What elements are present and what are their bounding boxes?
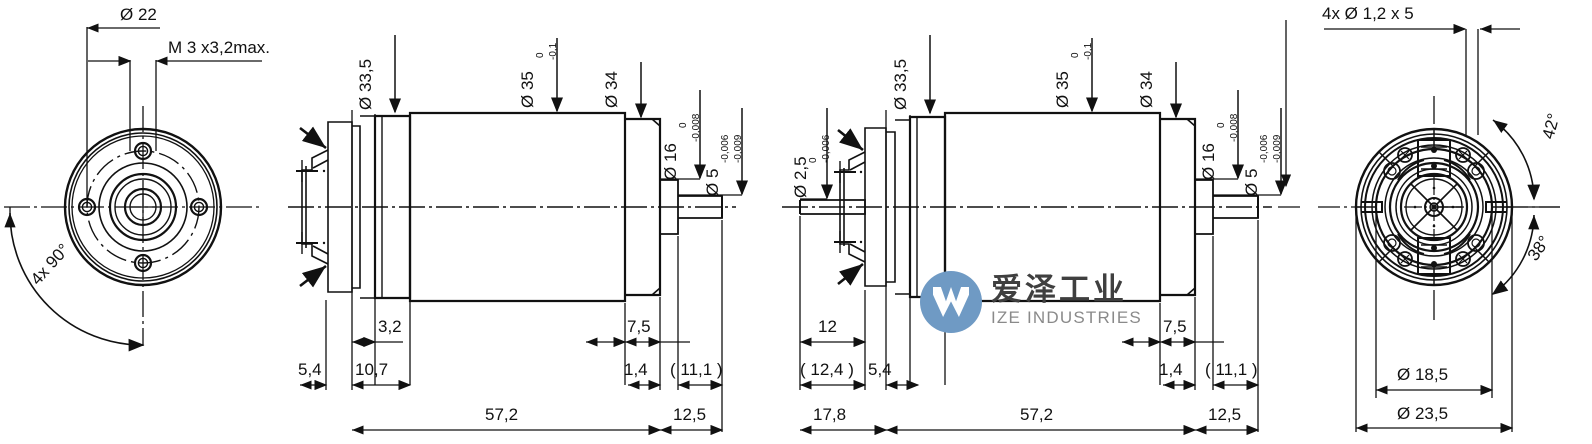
lower-brush-angle-label: 38° <box>1524 232 1554 264</box>
flange-length-label: 10,7 <box>355 360 388 379</box>
body-diameter-tol-lower-v2: -0,1 <box>548 42 559 60</box>
body-overall-length-label-v2: 57,2 <box>485 405 518 424</box>
rear-projection-label-v3: 5,4 <box>868 360 892 379</box>
upper-brush-angle-label: 42° <box>1539 111 1564 141</box>
body-diameter-label-v3: Ø 35 <box>1053 71 1072 108</box>
outer-bolt-circle-label: Ø 23,5 <box>1397 404 1448 423</box>
shaft-shoulder-length-label-v3: 1,4 <box>1159 360 1183 379</box>
body-diameter-label-v2: Ø 35 <box>518 71 537 108</box>
hole-spacing-angle-label: 4x 90° <box>27 240 73 289</box>
shaft-ref-length-label-v2: ( 11,1 ) <box>670 360 723 379</box>
shaft-diameter-tol-lower-v2: -0,009 <box>733 134 744 163</box>
tapped-hole-thread-label: M 3 x3,2max. <box>168 38 270 57</box>
rear-shaft-length-label: 12 <box>818 317 837 336</box>
side-view-standard-diameter-leaders <box>389 35 748 196</box>
flange-step-length-label: 3,2 <box>378 317 402 336</box>
shaft-diameter-label-v2: Ø 5 <box>703 169 722 196</box>
side-view-rear-shaft-length-dimensions <box>799 110 1260 436</box>
shaft-collar-tol-upper-v2: 0 <box>678 122 689 128</box>
shaft-collar-tol-upper-v3: 0 <box>1216 122 1227 128</box>
endcap-length-label-v2: 7,5 <box>627 317 651 336</box>
side-view-rear-shaft <box>782 111 1272 303</box>
rear-shaft-diameter-label: Ø 2,5 <box>791 156 810 198</box>
endcap-diameter-label-v2: Ø 34 <box>602 71 621 108</box>
rear-shaft-ref-length-label: ( 12,4 ) <box>800 360 854 379</box>
inner-bolt-circle-label: Ø 18,5 <box>1397 365 1448 384</box>
flange-diameter-label-v2: Ø 33,5 <box>356 59 375 110</box>
shaft-diameter-tol-upper-v3: -0,006 <box>1259 134 1270 163</box>
bolt-circle-diameter-label: Ø 22 <box>120 5 157 24</box>
endcap-diameter-label-v3: Ø 34 <box>1137 71 1156 108</box>
rear-face-dimensions <box>1278 20 1560 434</box>
shaft-diameter-tol-lower-v3: -0,009 <box>1272 134 1283 163</box>
rear-shaft-tol-upper: 0 <box>808 157 819 163</box>
shaft-overall-length-label-v3: 12,5 <box>1208 405 1241 424</box>
shaft-collar-diameter-label-v3: Ø 16 <box>1199 143 1218 180</box>
body-diameter-tol-lower-v3: -0,1 <box>1083 42 1094 60</box>
front-face-dimensions <box>4 23 262 352</box>
body-overall-length-label-v3: 57,2 <box>1020 405 1053 424</box>
body-diameter-tol-upper-v2: 0 <box>535 52 546 58</box>
side-view-standard <box>288 111 736 303</box>
shaft-collar-tol-lower-v2: -0,008 <box>691 113 702 142</box>
vent-hole-callout-label: 4x Ø 1,2 x 5 <box>1322 4 1414 23</box>
shaft-diameter-label-v3: Ø 5 <box>1242 169 1261 196</box>
rear-projection-label-v2: 5,4 <box>298 360 322 379</box>
flange-diameter-label-v3: Ø 33,5 <box>891 59 910 110</box>
rear-overall-length-label: 17,8 <box>813 405 846 424</box>
shaft-diameter-tol-upper-v2: -0,006 <box>720 134 731 163</box>
body-diameter-tol-upper-v3: 0 <box>1070 52 1081 58</box>
side-view-standard-length-dimensions <box>300 110 724 436</box>
shaft-ref-length-label-v3: ( 11,1 ) <box>1205 360 1258 379</box>
endcap-length-label-v3: 7,5 <box>1163 317 1187 336</box>
shaft-overall-length-label-v2: 12,5 <box>673 405 706 424</box>
shaft-collar-tol-lower-v3: -0,008 <box>1229 113 1240 142</box>
rear-shaft-tol-lower: -0,006 <box>821 134 832 163</box>
shaft-collar-diameter-label-v2: Ø 16 <box>661 143 680 180</box>
shaft-shoulder-length-label-v2: 1,4 <box>624 360 648 379</box>
